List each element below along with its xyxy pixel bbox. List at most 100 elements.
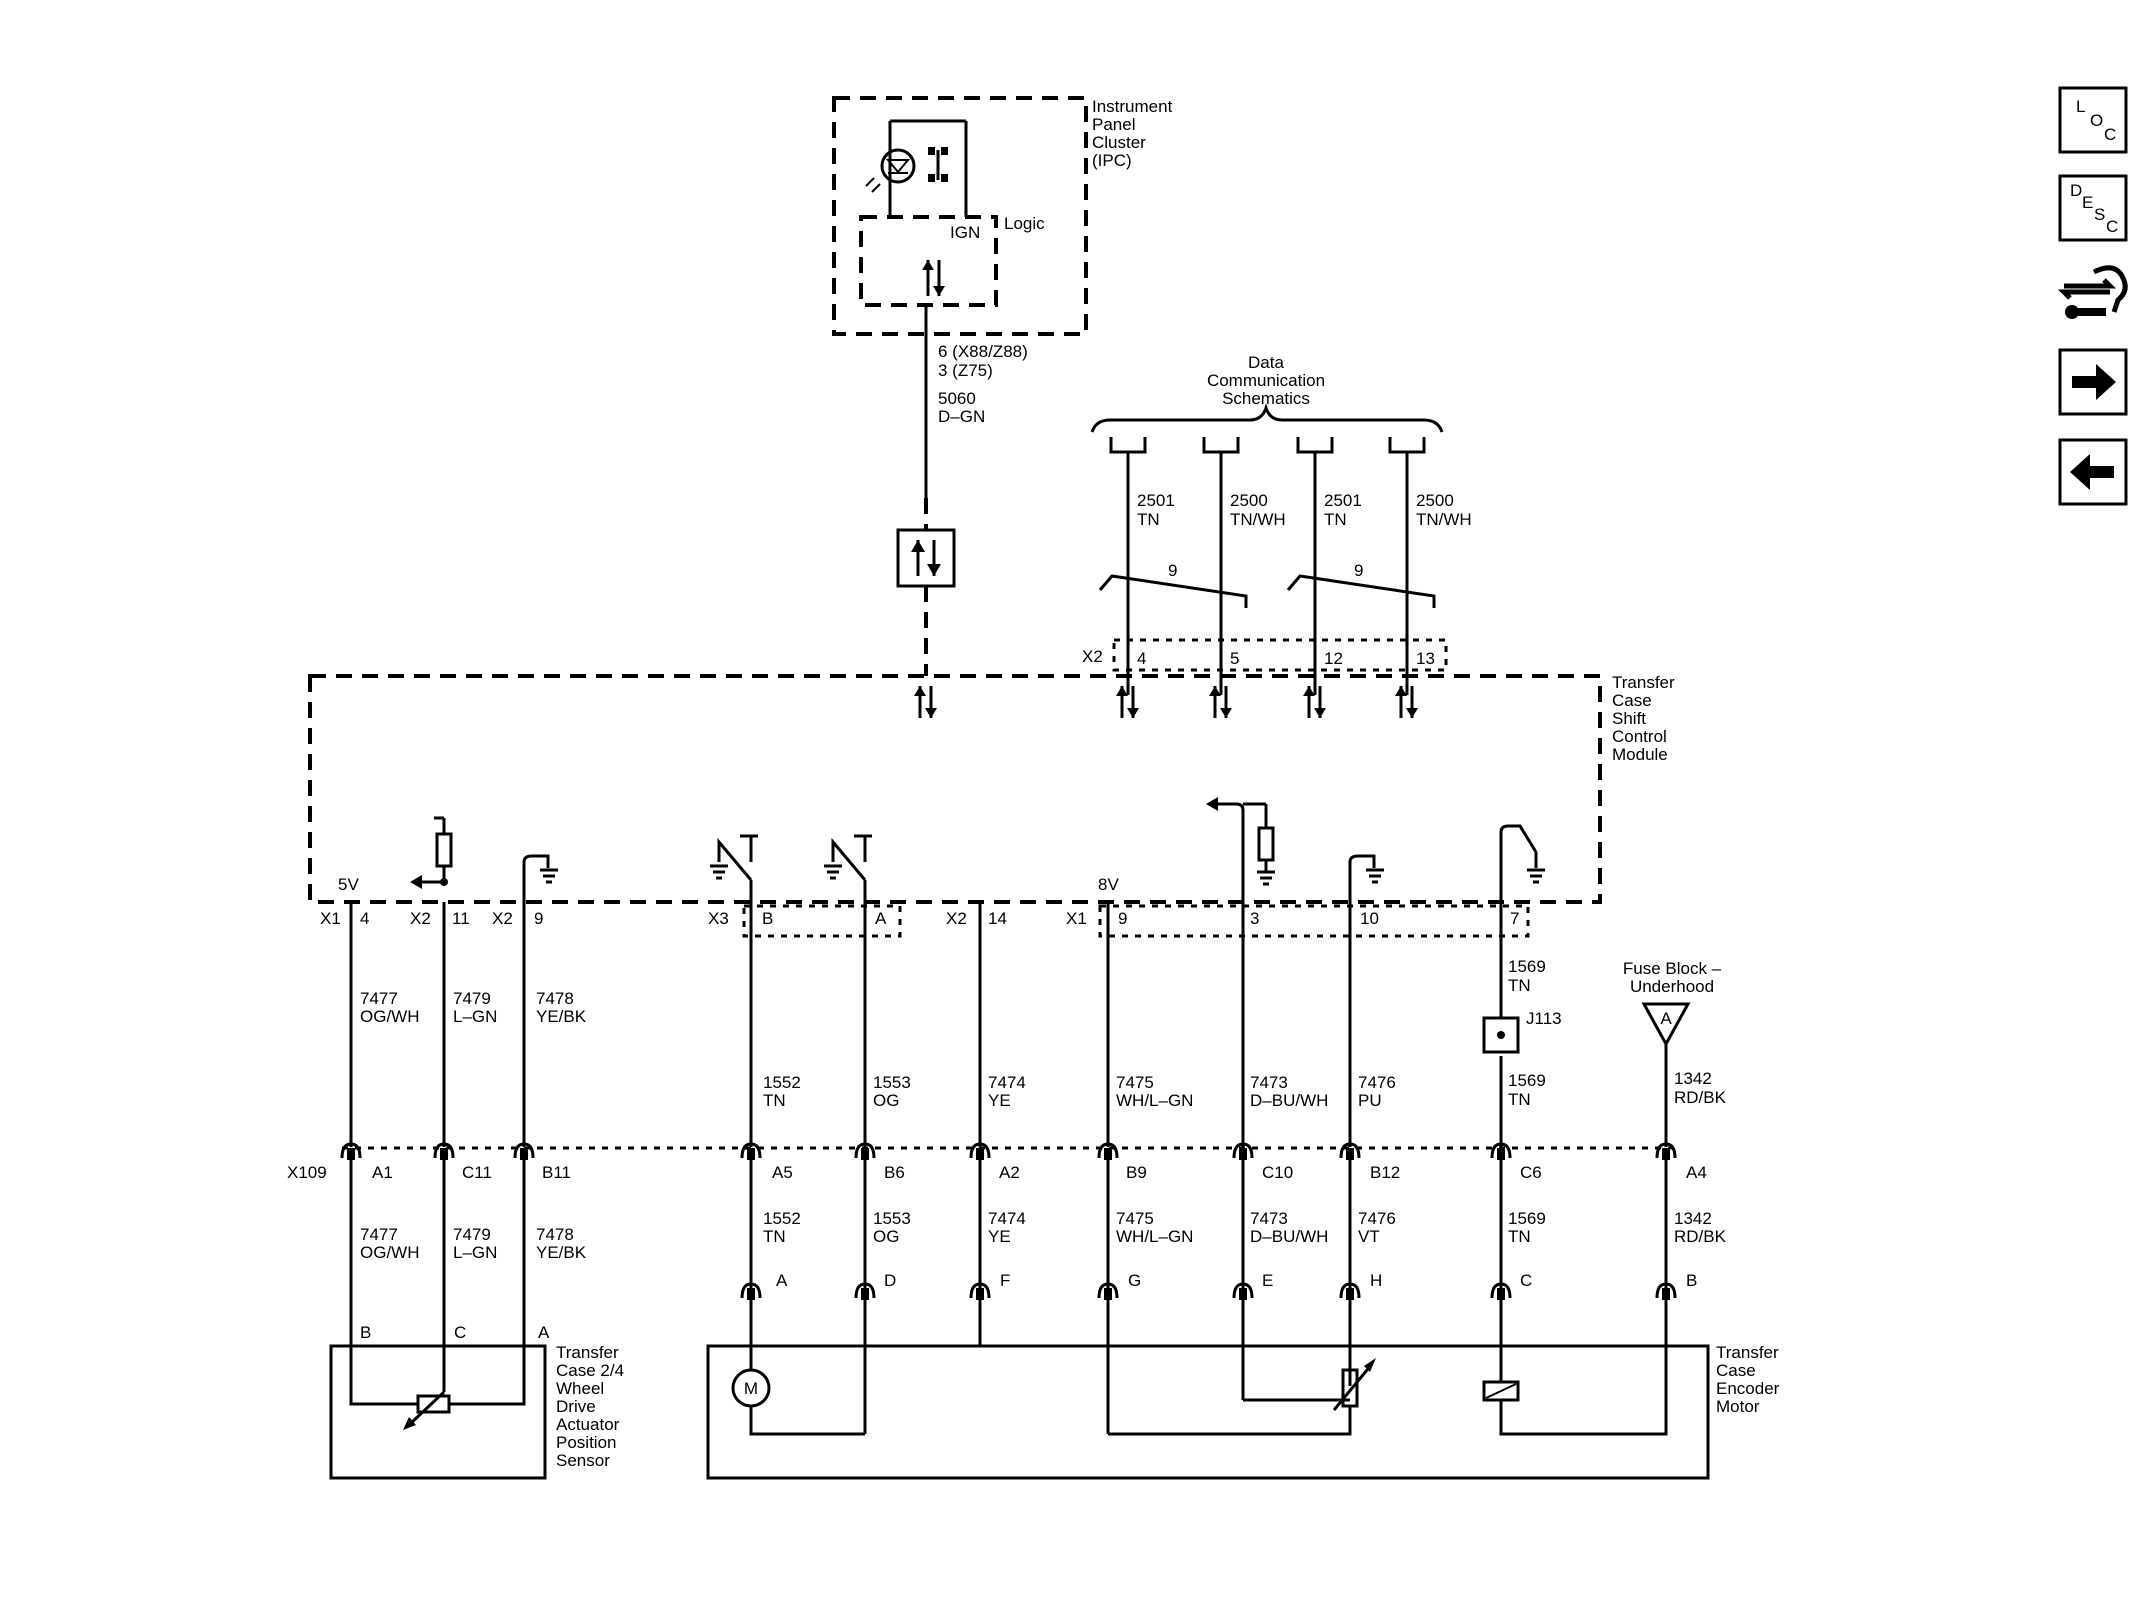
ipc-wire-pin-1: 6 (X88/Z88) <box>938 342 1028 361</box>
mod-conn-x2-a: X2 <box>410 909 431 928</box>
x3-connector-shell <box>742 904 902 938</box>
next-arrow-button[interactable] <box>2058 348 2128 416</box>
x109-pin-a4: A4 <box>1686 1163 1707 1182</box>
terminal-cup <box>854 1142 876 1159</box>
mod-pin-9b: 9 <box>1118 909 1127 928</box>
voltage-8v: 8V <box>1098 875 1119 894</box>
x109-pin-c6: C6 <box>1520 1163 1542 1182</box>
terminal-cup <box>1097 1142 1119 1159</box>
lw-7-color: WH/L–GN <box>1116 1227 1193 1246</box>
fuse-block-label-2: Underhood <box>1630 977 1714 996</box>
x109-pin-b12: B12 <box>1370 1163 1400 1182</box>
loc-c: C <box>2104 125 2116 144</box>
terminal-cup <box>1655 1142 1677 1159</box>
uw-5-circuit: 1553 <box>873 1073 911 1092</box>
mod-conn-x2-c: X2 <box>946 909 967 928</box>
motor-label-2: Case <box>1716 1361 1756 1380</box>
x109-pin-c11: C11 <box>462 1163 492 1182</box>
data-wire-2-circuit: 2500 <box>1230 491 1268 510</box>
sensor-internal-wiring <box>349 1346 526 1406</box>
voltage-5v: 5V <box>338 875 359 894</box>
lw-1-color: OG/WH <box>360 1243 420 1262</box>
lw-4-circuit: 1552 <box>763 1209 801 1228</box>
description-button[interactable]: D E S C <box>2058 174 2128 242</box>
terminal-pin <box>976 1148 984 1160</box>
terminal-pin <box>520 1148 528 1160</box>
mod-pin-14: 14 <box>988 909 1007 928</box>
ipc-label-1: Instrument <box>1092 97 1173 116</box>
lw-3-color: YE/BK <box>536 1243 587 1262</box>
motor-pin-e: E <box>1262 1271 1273 1290</box>
terminal-pin <box>1104 1288 1112 1300</box>
diagnostic-tool-icon[interactable] <box>2057 265 2128 319</box>
mod-pin-4: 4 <box>360 909 369 928</box>
terminal-cup <box>1232 1142 1254 1159</box>
motor-label-1: Transfer <box>1716 1343 1779 1362</box>
lw-10-circuit: 1569 <box>1508 1209 1546 1228</box>
motor-pin-g: G <box>1128 1271 1141 1290</box>
data-wire-2-color: TN/WH <box>1230 510 1286 529</box>
loc-l: L <box>2076 97 2085 116</box>
lw-5-circuit: 1553 <box>873 1209 911 1228</box>
lw-9-circuit: 7476 <box>1358 1209 1396 1228</box>
tcscm-label-5: Module <box>1612 745 1668 764</box>
serial-arrows <box>914 686 1418 718</box>
data-wire-4-circuit: 2500 <box>1416 491 1454 510</box>
fuse-wire-circuit: 1342 <box>1674 1069 1712 1088</box>
fuse-symbol-letter: A <box>1660 1009 1672 1028</box>
data-wire-1-color: TN <box>1137 510 1160 529</box>
lw-8-color: D–BU/WH <box>1250 1227 1328 1246</box>
twist-label-1: 9 <box>1168 561 1177 580</box>
desc-d: D <box>2070 181 2082 200</box>
wire-runs <box>349 902 1668 1346</box>
tcscm-internal-circuits <box>410 797 1545 902</box>
motor-pin-b: B <box>1686 1271 1697 1290</box>
x2-pin-13: 13 <box>1416 649 1435 668</box>
twisted-pair-mark-2 <box>1286 574 1436 608</box>
desc-s: S <box>2094 205 2105 224</box>
terminal-cup <box>1655 1282 1677 1299</box>
x2-top-label: X2 <box>1082 647 1103 666</box>
mod-pin-9a: 9 <box>534 909 543 928</box>
ipc-module <box>832 96 1088 336</box>
sensor-pin-a: A <box>538 1323 550 1342</box>
motor-pin-c: C <box>1520 1271 1532 1290</box>
terminal-cup <box>969 1142 991 1159</box>
mod-conn-x2-b: X2 <box>492 909 513 928</box>
uw-1-color: OG/WH <box>360 1007 420 1026</box>
sensor-label-1: Transfer <box>556 1343 619 1362</box>
uw-6-color: YE <box>988 1091 1011 1110</box>
uw-4-color: TN <box>763 1091 786 1110</box>
uw-3-color: YE/BK <box>536 1007 587 1026</box>
ipc-label-4: (IPC) <box>1092 151 1132 170</box>
sensor-label-5: Actuator <box>556 1415 620 1434</box>
motor-terminals <box>740 1282 1677 1300</box>
previous-arrow-button[interactable] <box>2058 438 2128 506</box>
splice-lower-color: TN <box>1508 1090 1531 1109</box>
x109-pin-b9: B9 <box>1126 1163 1147 1182</box>
terminal-pin <box>1239 1148 1247 1160</box>
ipc-wire-color: D–GN <box>938 407 985 426</box>
terminal-cup <box>969 1282 991 1299</box>
x109-pin-b11: B11 <box>542 1163 571 1182</box>
desc-c: C <box>2106 217 2118 236</box>
splice-lower-circuit: 1569 <box>1508 1071 1546 1090</box>
data-comm-label-3: Schematics <box>1222 389 1310 408</box>
terminal-cup <box>340 1142 362 1159</box>
uw-3-circuit: 7478 <box>536 989 574 1008</box>
terminal-cup <box>1339 1282 1361 1299</box>
uw-5-color: OG <box>873 1091 899 1110</box>
location-button[interactable]: L O C <box>2058 86 2128 154</box>
indicator-lamp-icon <box>880 148 916 184</box>
uw-9-circuit: 7476 <box>1358 1073 1396 1092</box>
x1-connector-shell <box>1098 904 1530 938</box>
twisted-pair-mark-1 <box>1098 574 1248 608</box>
terminal-cup <box>1339 1142 1361 1159</box>
terminal-pin <box>347 1148 355 1160</box>
position-sensor <box>329 1344 547 1480</box>
splice-j113 <box>1482 1016 1520 1054</box>
sensor-pin-c: C <box>454 1323 466 1342</box>
ipc-label-2: Panel <box>1092 115 1135 134</box>
lw-6-color: YE <box>988 1227 1011 1246</box>
